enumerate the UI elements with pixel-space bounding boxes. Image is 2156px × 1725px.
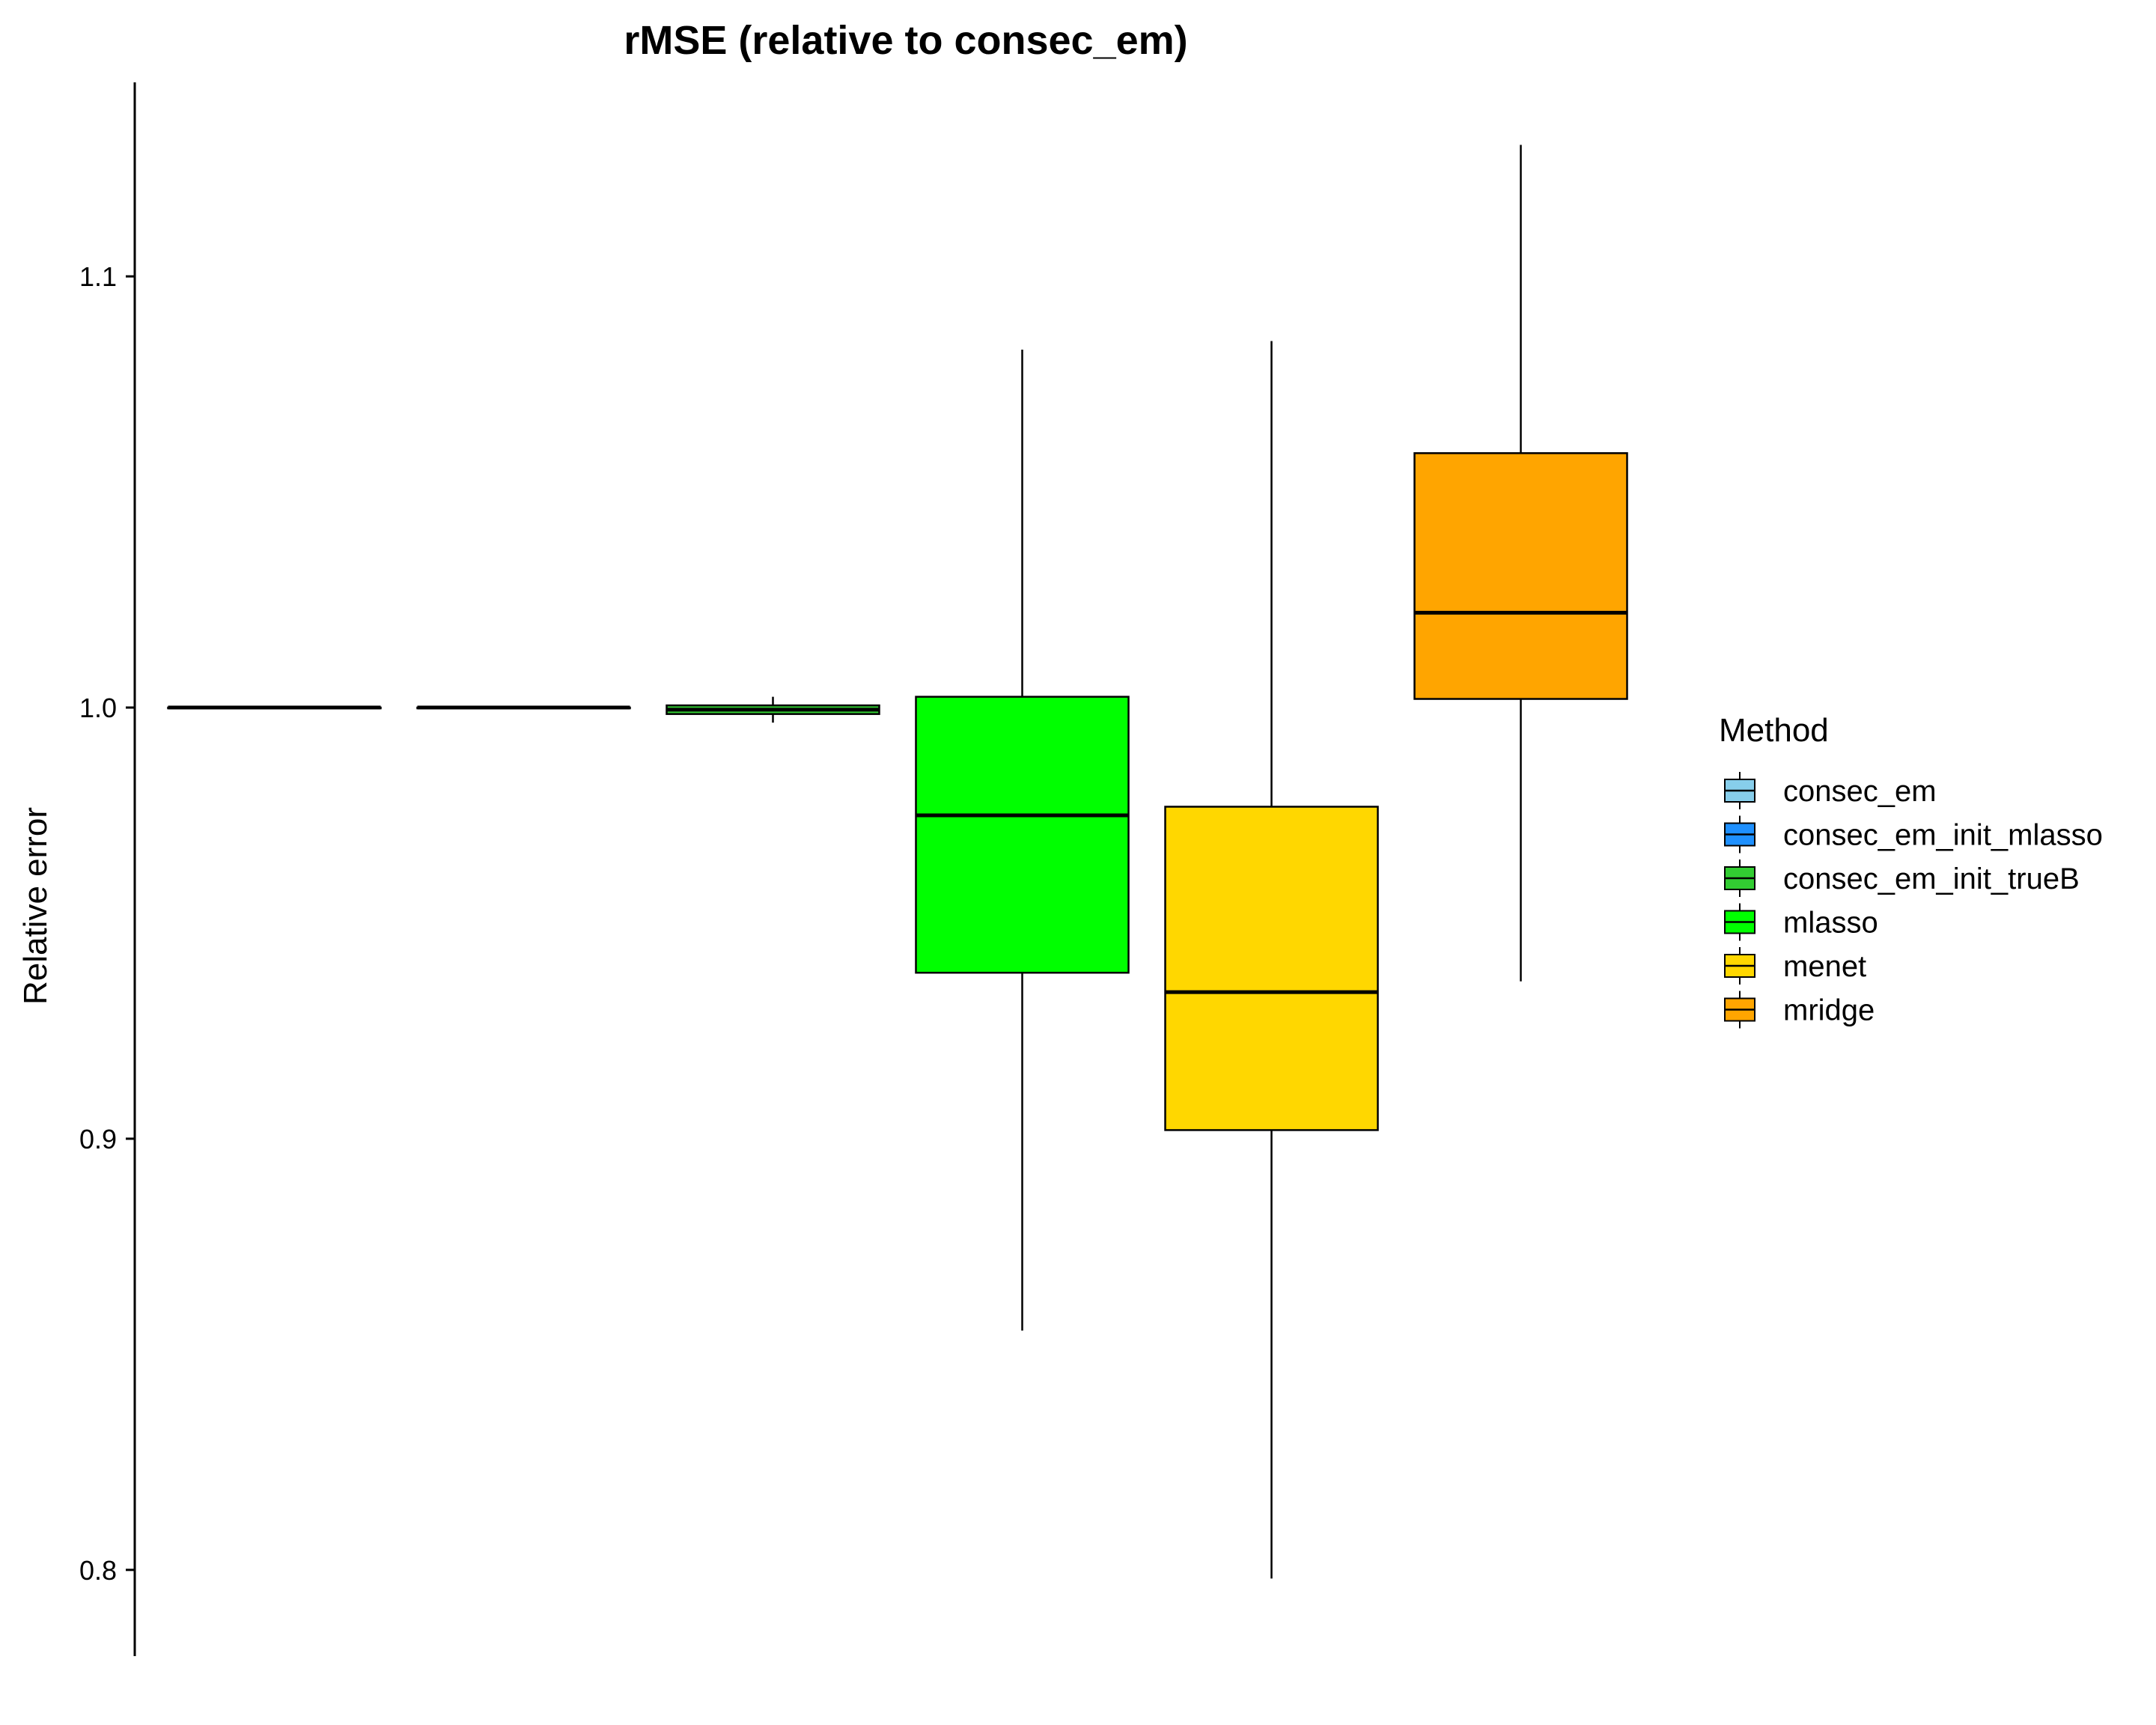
box-menet <box>1164 341 1379 1579</box>
y-axis-label: Relative error <box>17 807 54 1005</box>
legend-item-consec_em: consec_em <box>1724 772 1937 809</box>
box-iqr <box>915 696 1130 974</box>
chart-title: rMSE (relative to consec_em) <box>624 18 1187 63</box>
legend-items: consec_em consec_em_init_mlasso consec_em_… <box>1724 772 2103 1029</box>
y-tick-label: 1.1 <box>79 261 117 292</box>
legend-label: consec_em <box>1783 775 1937 808</box>
legend-label: mlasso <box>1783 907 1878 940</box>
box-mlasso <box>915 350 1130 1331</box>
legend-item-mridge: mridge <box>1724 991 1875 1029</box>
box-series <box>167 144 1628 1579</box>
legend-item-consec_em_init_trueB: consec_em_init_trueB <box>1724 860 2080 897</box>
box-iqr <box>1164 806 1379 1131</box>
y-tick-label: 1.0 <box>79 693 117 723</box>
box-consec_em_init_trueB <box>666 696 880 723</box>
legend-label: consec_em_init_mlasso <box>1783 819 2103 852</box>
legend-label: menet <box>1783 950 1866 983</box>
legend-item-menet: menet <box>1724 947 1866 985</box>
y-axis-ticks: 0.8 0.9 1.0 1.1 <box>79 261 135 1586</box>
legend-item-mlasso: mlasso <box>1724 903 1878 941</box>
box-iqr <box>1413 452 1628 700</box>
legend-item-consec_em_init_mlasso: consec_em_init_mlasso <box>1724 815 2103 854</box>
legend: Method consec_emconsec_em_init_mlassocon… <box>1719 712 2103 1029</box>
box-mridge <box>1413 144 1628 982</box>
legend-label: consec_em_init_trueB <box>1783 862 2080 895</box>
y-tick-label: 0.8 <box>79 1555 117 1586</box>
legend-label: mridge <box>1783 994 1875 1027</box>
legend-title: Method <box>1719 712 1829 749</box>
y-tick-label: 0.9 <box>79 1124 117 1154</box>
